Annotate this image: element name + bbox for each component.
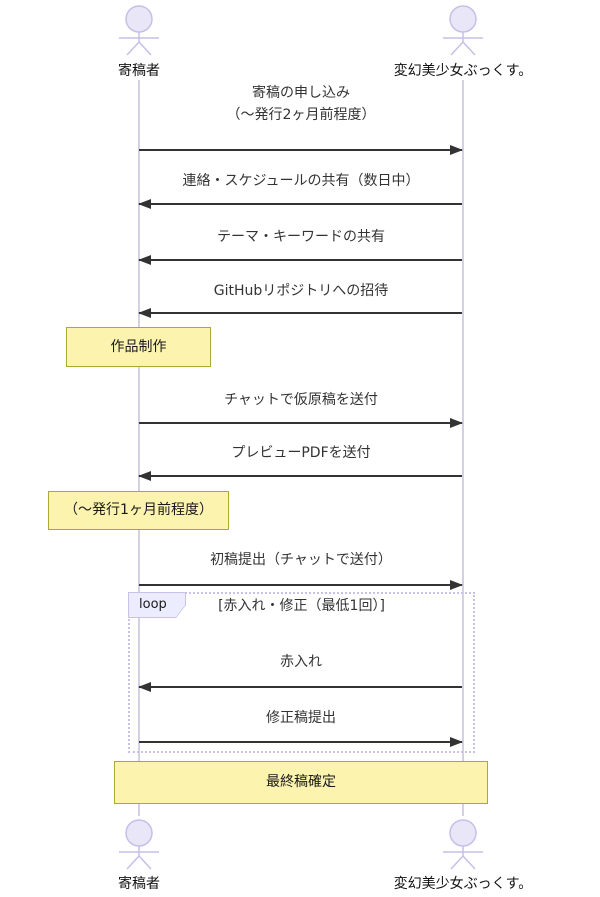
message-arrow-left <box>138 199 462 209</box>
message-label: チャットで仮原稿を送付 <box>224 392 378 408</box>
message-arrow-right <box>139 145 463 155</box>
actor-label-top-right: 変幻美少女ぶっくす。 <box>393 63 533 79</box>
message-label: テーマ・キーワードの共有 <box>217 229 385 245</box>
actor-label-top-left: 寄稿者 <box>118 63 160 79</box>
arrowhead-left-icon <box>138 255 151 265</box>
message-arrow-right <box>139 418 463 428</box>
message-label: GitHubリポジトリへの招待 <box>213 283 389 299</box>
loop-tag: loop <box>128 592 186 618</box>
message-label: 寄稿の申し込み （〜発行2ヶ月前程度） <box>226 85 376 123</box>
note-final-draft: 最終稿確定 <box>114 761 488 804</box>
arrowhead-right-icon <box>450 580 463 590</box>
message-label: 初稿提出（チャットで送付） <box>210 552 392 568</box>
message-arrow-left <box>138 308 462 318</box>
actor-label-bottom-left: 寄稿者 <box>118 876 160 892</box>
message-label: 赤入れ <box>280 654 322 670</box>
arrowhead-right-icon <box>450 737 463 747</box>
message-label: 連絡・スケジュールの共有（数日中） <box>182 173 420 189</box>
actor-label-bottom-right: 変幻美少女ぶっくす。 <box>393 876 533 892</box>
actor-figure-bottom-left <box>119 819 159 870</box>
message-arrow-left <box>138 471 462 481</box>
arrowhead-right-icon <box>450 145 463 155</box>
message-label: 修正稿提出 <box>266 710 336 726</box>
arrowhead-right-icon <box>450 418 463 428</box>
note-one-month-before: （〜発行1ヶ月前程度） <box>48 491 229 530</box>
lifeline-left <box>138 80 140 816</box>
message-label: プレビューPDFを送付 <box>231 445 371 461</box>
actor-figure-bottom-right <box>443 819 483 870</box>
note-work-production: 作品制作 <box>66 327 211 367</box>
loop-tag-label: loop <box>129 593 185 617</box>
loop-condition: [赤入れ・修正（最低1回）] <box>218 598 385 614</box>
arrowhead-left-icon <box>138 199 151 209</box>
lifeline-right <box>462 80 464 816</box>
arrowhead-left-icon <box>138 471 151 481</box>
arrowhead-left-icon <box>138 308 151 318</box>
loop-frame <box>128 592 475 753</box>
message-arrow-left <box>138 255 462 265</box>
message-arrow-left <box>138 682 462 692</box>
message-arrow-right <box>139 737 463 747</box>
arrowhead-left-icon <box>138 682 151 692</box>
actor-figure-top-left <box>119 5 159 56</box>
message-arrow-right <box>139 580 463 590</box>
actor-figure-top-right <box>443 5 483 56</box>
